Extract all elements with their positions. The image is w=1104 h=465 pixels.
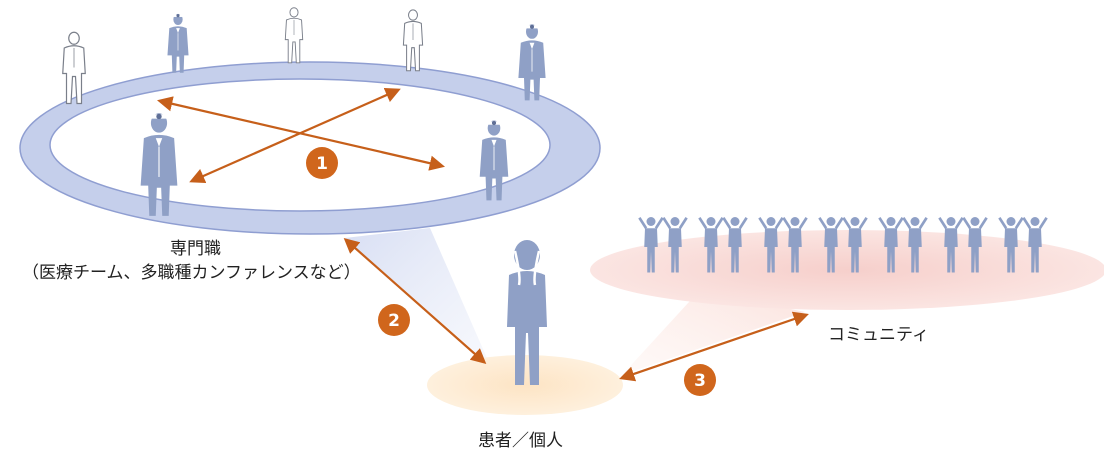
arrow-professionals-patient [343, 237, 487, 365]
arrow-patient-community [619, 311, 809, 382]
marker-1: 1 [306, 147, 338, 179]
marker-2-number: 2 [388, 311, 400, 331]
doctor-figure-icon [167, 13, 189, 74]
standing-person-outline-icon [402, 9, 424, 72]
standing-person-outline-icon [62, 31, 86, 105]
professional-ring [19, 61, 601, 235]
professionals-sublabel: （医療チーム、多職種カンファレンスなど） [22, 263, 361, 283]
professionals-label: 専門職 [170, 239, 221, 259]
arrow-cross-b [189, 87, 401, 184]
patient-label: 患者／個人 [478, 431, 563, 451]
community-label: コミュニティ [828, 325, 929, 345]
marker-2: 2 [378, 304, 410, 336]
patient-disc [427, 355, 623, 415]
marker-3: 3 [684, 364, 716, 396]
beam-to-professionals [345, 228, 490, 365]
marker-3-number: 3 [694, 371, 706, 391]
standing-person-outline-icon [284, 7, 304, 64]
marker-1-number: 1 [316, 154, 328, 174]
community-disc [590, 230, 1104, 310]
